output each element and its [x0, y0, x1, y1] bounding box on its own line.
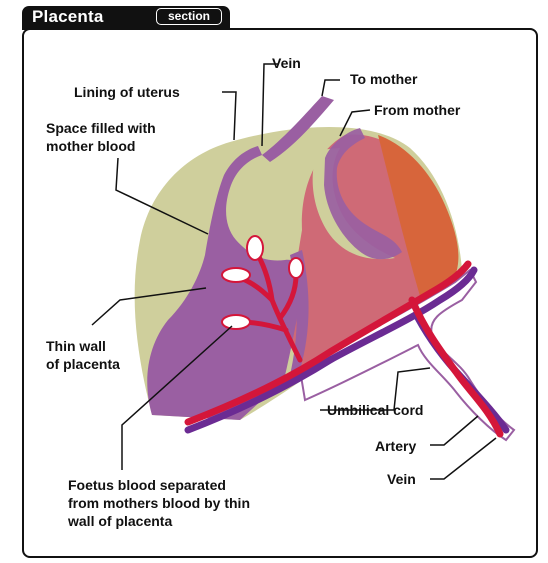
vein-to-mother	[262, 96, 334, 162]
label-to-mother: To mother	[350, 71, 418, 87]
label-umbilical-cord: Umbilical cord	[327, 402, 424, 418]
label-foetus-line3: wall of placenta	[68, 513, 173, 529]
label-space-line1: Space filled with	[46, 120, 156, 136]
label-vein-bottom: Vein	[387, 471, 416, 487]
cord-artery	[408, 296, 504, 438]
title-tab	[22, 6, 230, 30]
label-artery: Artery	[375, 438, 417, 454]
label-from-mother: From mother	[374, 102, 461, 118]
page-title: Placenta	[32, 7, 104, 26]
label-foetus-line1: Foetus blood separated	[68, 477, 226, 493]
section-badge: section	[156, 8, 222, 25]
leader-lines	[91, 63, 497, 480]
villi-tips	[221, 235, 304, 330]
label-foetus-line2: from mothers blood by thin	[68, 495, 250, 511]
maternal-blood-space	[147, 146, 304, 420]
lining-finger	[312, 148, 395, 260]
vessel-from-mother	[324, 128, 402, 260]
foetal-artery	[184, 260, 472, 426]
placenta-core	[378, 135, 459, 296]
label-space-line2: mother blood	[46, 138, 136, 154]
label-thin-wall-line2: of placenta	[46, 356, 120, 372]
label-lining-of-uterus: Lining of uterus	[74, 84, 180, 100]
label-thin-wall-line1: Thin wall	[46, 338, 106, 354]
label-vein-top: Vein	[272, 55, 301, 71]
foetal-vein	[184, 266, 478, 434]
